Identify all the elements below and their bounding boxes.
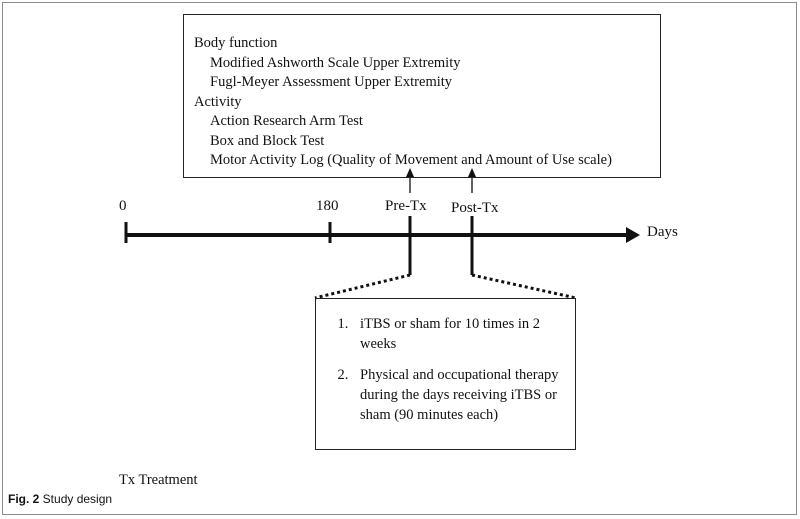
tick-label-0: 0	[119, 198, 127, 214]
pre-tx-arrowhead	[406, 168, 414, 177]
outcome-line: Modified Ashworth Scale Upper Extremity	[210, 54, 461, 71]
outcome-measures-box: Body function Modified Ashworth Scale Up…	[183, 14, 661, 178]
outcome-line: Body function	[194, 35, 278, 51]
treatment-item: Physical and occupational therapy during…	[352, 365, 561, 425]
caption-label: Fig. 2	[8, 492, 40, 506]
axis-label-days: Days	[647, 224, 678, 240]
caption-text: Study design	[39, 492, 113, 506]
treatment-item: iTBS or sham for 10 times in 2 weeks	[352, 314, 561, 354]
timeline-arrowhead	[626, 227, 640, 243]
treatment-list: iTBS or sham for 10 times in 2 weeks Phy…	[326, 314, 561, 425]
zoom-line-right	[471, 273, 577, 300]
tick-label-post-tx: Post-Tx	[451, 200, 499, 216]
outcome-line: Box and Block Test	[210, 132, 325, 149]
outcome-line: Activity	[194, 93, 242, 110]
treatment-box: iTBS or sham for 10 times in 2 weeks Phy…	[315, 298, 576, 450]
tick-label-180: 180	[316, 198, 339, 214]
zoom-line-left	[314, 273, 411, 300]
outcome-line: Action Research Arm Test	[210, 113, 363, 129]
figure-caption: Fig. 2 Study design	[8, 492, 112, 506]
outcome-line: Motor Activity Log (Quality of Movement …	[210, 152, 612, 168]
tick-label-pre-tx: Pre-Tx	[385, 198, 427, 214]
abbreviation-note: Tx Treatment	[119, 472, 198, 488]
post-tx-arrowhead	[468, 168, 476, 177]
outcome-line: Fugl-Meyer Assessment Upper Extremity	[210, 74, 453, 90]
